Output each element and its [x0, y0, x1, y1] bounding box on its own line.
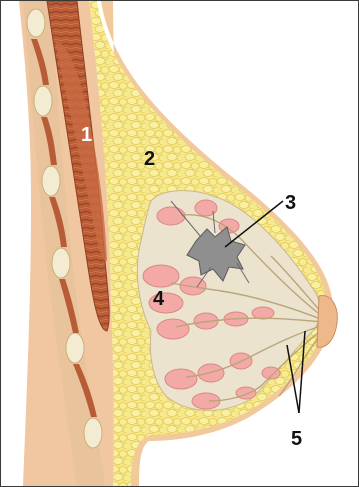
label-2: 2 [144, 148, 155, 170]
label-4: 4 [153, 288, 165, 310]
label-5: 5 [291, 428, 302, 450]
label-1: 1 [81, 124, 92, 146]
nipple [317, 296, 337, 348]
label-3: 3 [285, 192, 296, 214]
